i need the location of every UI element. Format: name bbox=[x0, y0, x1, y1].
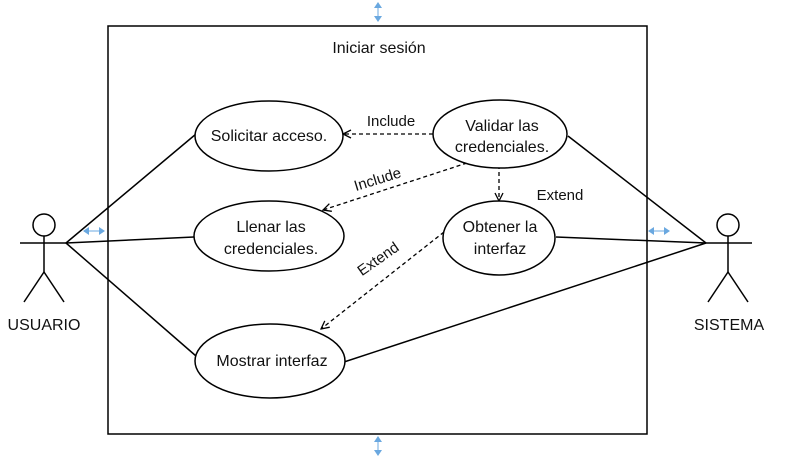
stick-figure-icon bbox=[704, 213, 752, 303]
actor-sistema[interactable]: SISTEMA bbox=[694, 213, 765, 334]
include-label-2: Include bbox=[352, 164, 403, 194]
use-case-mostrar-interfaz[interactable]: Mostrar interfaz bbox=[194, 323, 346, 399]
include-label-1: Include bbox=[367, 113, 415, 130]
use-case-validar-label-2: credenciales. bbox=[455, 139, 549, 156]
system-boundary[interactable] bbox=[107, 25, 648, 435]
use-case-mostrar-label: Mostrar interfaz bbox=[216, 353, 327, 370]
use-case-obtener-label-1: Obtener la bbox=[463, 219, 538, 236]
assoc-sistema-obtener[interactable] bbox=[555, 236, 707, 244]
include-validar-llenar[interactable] bbox=[323, 162, 468, 210]
relationship-lines bbox=[321, 134, 499, 329]
assoc-sistema-mostrar[interactable] bbox=[343, 242, 707, 363]
use-case-llenar-label-2: credenciales. bbox=[224, 241, 318, 258]
left-resize-handle-icon[interactable] bbox=[83, 227, 105, 235]
use-case-solicitar-acceso[interactable]: Solicitar acceso. bbox=[194, 100, 344, 172]
assoc-usuario-llenar[interactable] bbox=[65, 236, 195, 244]
use-case-validar-label-1: Validar las bbox=[465, 118, 539, 135]
sistema-associations bbox=[343, 135, 707, 363]
right-resize-handle-icon[interactable] bbox=[648, 227, 670, 235]
system-title: Iniciar sesión bbox=[332, 40, 425, 57]
assoc-sistema-validar[interactable] bbox=[567, 135, 707, 244]
actor-sistema-label: SISTEMA bbox=[694, 317, 765, 334]
extend-label-1: Extend bbox=[537, 187, 584, 204]
use-case-llenar-credenciales[interactable]: Llenar las credenciales. bbox=[193, 200, 345, 272]
bottom-resize-handle-icon[interactable] bbox=[374, 436, 382, 456]
selection-handles bbox=[83, 2, 670, 456]
use-case-llenar-label-1: Llenar las bbox=[236, 219, 305, 236]
actor-usuario[interactable]: USUARIO bbox=[8, 213, 81, 334]
top-resize-handle-icon[interactable] bbox=[374, 2, 382, 22]
use-case-obtener-interfaz[interactable]: Obtener la interfaz bbox=[442, 200, 556, 276]
stick-figure-icon bbox=[20, 213, 68, 303]
assoc-usuario-mostrar[interactable] bbox=[65, 242, 197, 357]
extend-obtener-mostrar[interactable] bbox=[321, 231, 445, 329]
usuario-associations bbox=[65, 133, 197, 357]
actor-usuario-label: USUARIO bbox=[8, 317, 81, 334]
use-case-solicitar-label: Solicitar acceso. bbox=[211, 128, 328, 145]
use-case-validar-credenciales[interactable]: Validar las credenciales. bbox=[432, 99, 568, 169]
assoc-usuario-solicitar[interactable] bbox=[65, 133, 197, 244]
extend-label-2: Extend bbox=[354, 239, 402, 280]
use-case-obtener-label-2: interfaz bbox=[474, 241, 526, 258]
